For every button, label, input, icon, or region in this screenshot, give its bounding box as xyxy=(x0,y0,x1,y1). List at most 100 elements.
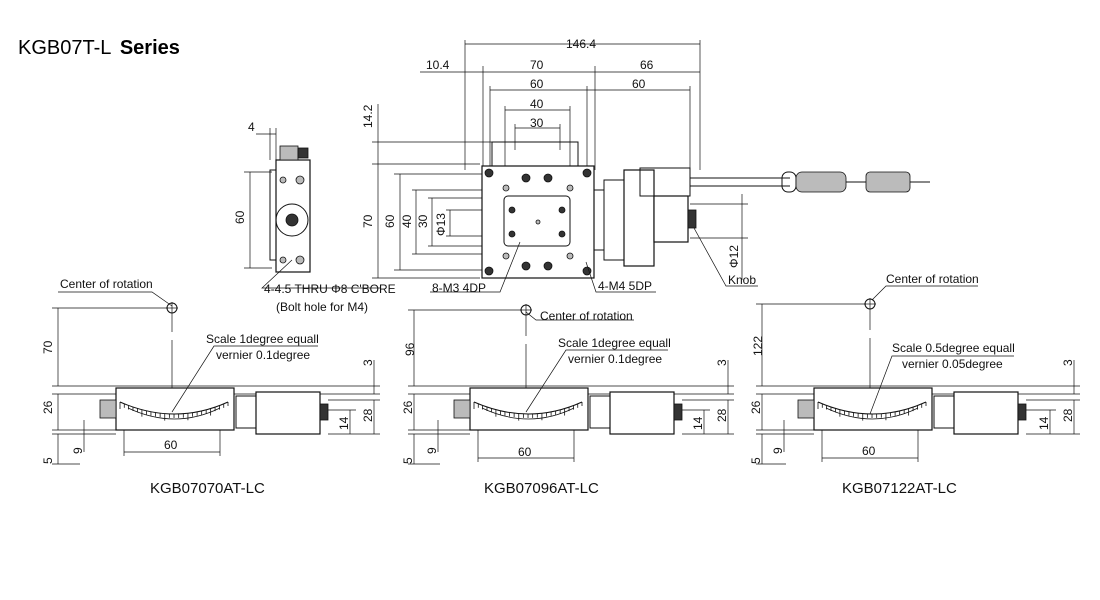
scale-note: Scale 1degree equall xyxy=(206,332,319,346)
dim-26: 26 xyxy=(749,400,763,414)
side-view-center-bore xyxy=(285,213,299,227)
rotation-label: Center of rotation xyxy=(540,309,633,323)
stage-center-plate xyxy=(503,195,571,247)
motor-connector xyxy=(319,403,329,421)
dim-phi-13: Φ13 xyxy=(434,213,448,236)
connector-plug xyxy=(865,171,911,193)
rotation-label: Center of rotation xyxy=(60,277,153,291)
knob-note: Knob xyxy=(728,273,756,287)
dim-28: 28 xyxy=(715,408,729,422)
side-dim-60: 60 xyxy=(233,210,247,224)
model-caption: KGB07096AT-LC xyxy=(484,480,599,497)
rotation-label: Center of rotation xyxy=(886,272,979,286)
thru-hole-note: 4-4.5 THRU Φ8 C'BORE xyxy=(264,282,396,296)
dim-9: 9 xyxy=(771,447,785,454)
side-view-hole xyxy=(295,255,305,265)
motor-body xyxy=(255,391,321,435)
scale-arc xyxy=(119,401,229,415)
scale-arc xyxy=(473,401,583,415)
dim-10-4: 10.4 xyxy=(426,58,450,72)
dim-26: 26 xyxy=(41,400,55,414)
stage-handle xyxy=(453,399,471,419)
dim-14: 14 xyxy=(1037,416,1051,430)
vernier-note: vernier 0.1degree xyxy=(216,348,310,362)
vernier-note: vernier 0.05degree xyxy=(902,357,1003,371)
m4-hole-note: 4-M4 5DP xyxy=(598,279,652,293)
scale-note: Scale 1degree equall xyxy=(558,336,671,350)
motor-body xyxy=(653,195,689,243)
motor-coupling xyxy=(589,395,611,429)
side-view-top-cap xyxy=(297,147,309,159)
dim-28: 28 xyxy=(1061,408,1075,422)
dim-30-height: 30 xyxy=(416,214,430,228)
dim-60: 60 xyxy=(518,445,532,459)
model-kgb07122: Center of rotation 122 3 Scale 0.5degree… xyxy=(749,272,1080,497)
dim-5: 5 xyxy=(401,457,415,464)
dim-70-height: 70 xyxy=(361,214,375,228)
side-view-hole xyxy=(279,176,287,184)
side-view: 4 60 4-4.5 THRU Φ8 C'BORE (Bolt hole for… xyxy=(233,120,396,314)
motor-coupling xyxy=(235,395,257,429)
bolt-hole-note: (Bolt hole for M4) xyxy=(276,300,368,314)
side-dim-4: 4 xyxy=(248,120,255,134)
mounting-holes xyxy=(484,168,592,276)
vernier-note: vernier 0.1degree xyxy=(568,352,662,366)
motor-coupling xyxy=(933,395,955,429)
dim-70-width: 70 xyxy=(530,58,544,72)
motor-flange xyxy=(623,169,655,267)
dim-3: 3 xyxy=(1061,359,1075,366)
motor-cable-box xyxy=(639,167,691,197)
title-series: Series xyxy=(120,37,180,59)
model-caption: KGB07122AT-LC xyxy=(842,480,957,497)
stage-handle xyxy=(797,399,815,419)
rotary-stage-body xyxy=(115,387,235,431)
knob xyxy=(687,209,697,229)
dim-60-width: 60 xyxy=(530,77,544,91)
top-view: 146.4 10.4 70 66 60 60 40 30 14.2 70 60 xyxy=(361,37,930,295)
dim-40-width: 40 xyxy=(530,97,544,111)
dim-60: 60 xyxy=(164,438,178,452)
dim-radius: 70 xyxy=(41,340,55,354)
dim-9: 9 xyxy=(71,447,85,454)
stage-handle xyxy=(99,399,117,419)
model-kgb07070: Center of rotation 70 3 Scale 1degree eq… xyxy=(41,277,380,497)
dim-28: 28 xyxy=(361,408,375,422)
side-view-hole xyxy=(295,175,305,185)
dim-5: 5 xyxy=(749,457,763,464)
motor-body xyxy=(609,391,675,435)
side-view-flange xyxy=(269,169,277,261)
dim-40-height: 40 xyxy=(400,214,414,228)
dim-radius: 122 xyxy=(751,336,765,356)
model-caption: KGB07070AT-LC xyxy=(150,480,265,497)
m3-hole-note: 8-M3 4DP xyxy=(432,281,486,295)
dim-14-2: 14.2 xyxy=(361,104,375,128)
side-view-top-knob xyxy=(279,145,299,161)
page-title: KGB07T-L Series xyxy=(18,37,180,59)
dim-3: 3 xyxy=(715,359,729,366)
dim-14: 14 xyxy=(691,416,705,430)
dim-9: 9 xyxy=(425,447,439,454)
dim-26: 26 xyxy=(401,400,415,414)
dim-14: 14 xyxy=(337,416,351,430)
dim-5: 5 xyxy=(41,457,55,464)
dim-3: 3 xyxy=(361,359,375,366)
motor-coupling xyxy=(593,189,605,251)
rotary-stage-body xyxy=(469,387,589,431)
side-view-hole xyxy=(279,256,287,264)
scale-arc xyxy=(817,401,927,415)
dim-30-width: 30 xyxy=(530,116,544,130)
motor-connector xyxy=(1017,403,1027,421)
dim-66: 66 xyxy=(640,58,654,72)
model-kgb07096: Center of rotation 96 3 Scale 1degree eq… xyxy=(401,304,734,497)
scale-note: Scale 0.5degree equall xyxy=(892,341,1015,355)
motor-bracket xyxy=(603,179,625,261)
connector-body xyxy=(795,171,847,193)
dim-60-height: 60 xyxy=(383,214,397,228)
dim-phi-12: Φ12 xyxy=(727,245,741,268)
dim-146-4: 146.4 xyxy=(566,37,596,51)
dim-60: 60 xyxy=(862,444,876,458)
rotary-stage-body xyxy=(813,387,933,431)
dim-radius: 96 xyxy=(403,342,417,356)
motor-connector xyxy=(673,403,683,421)
